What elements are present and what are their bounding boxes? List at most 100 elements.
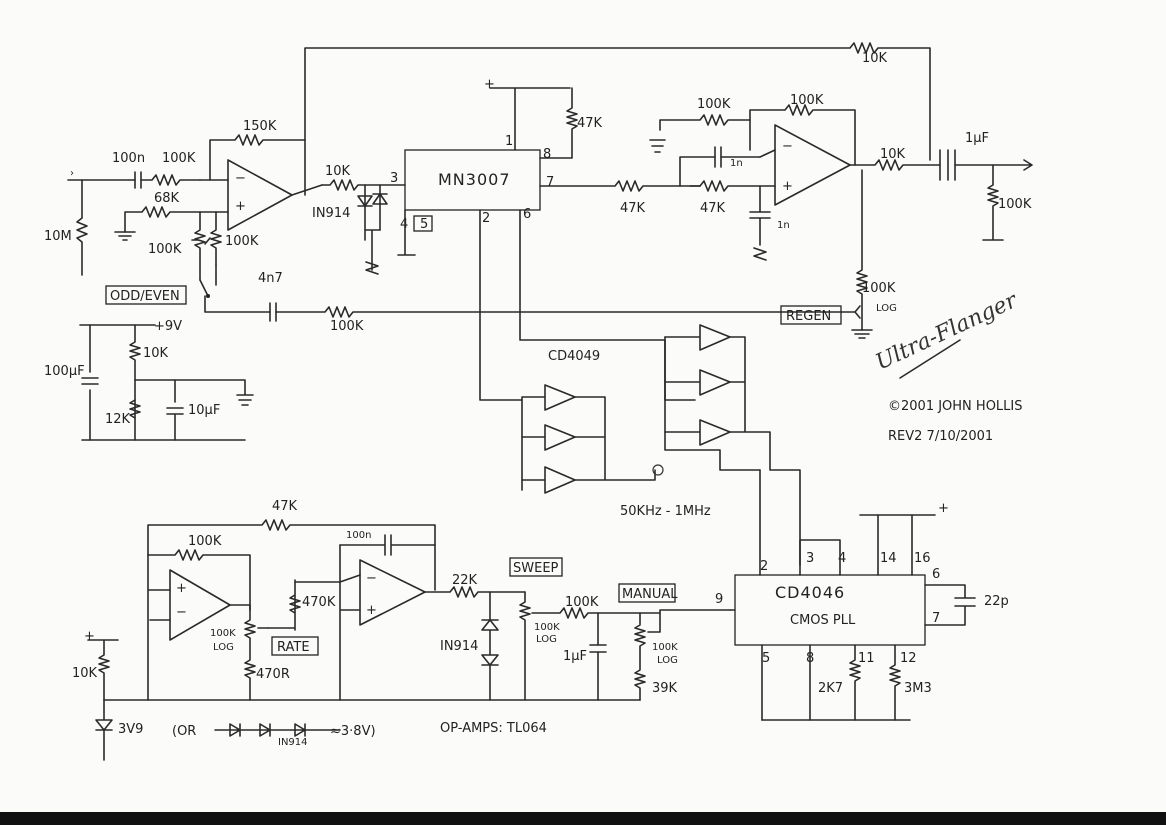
label-47k-lfo: 47K xyxy=(272,499,298,514)
odd-even-switch-box[interactable] xyxy=(105,285,187,305)
label-47k-b: 47K xyxy=(620,201,646,216)
label-68k: 68K xyxy=(154,191,180,206)
svg-text:−: − xyxy=(235,171,246,186)
label-100k-log-regen: 100K xyxy=(862,281,896,296)
manual-label[interactable]: MANUAL xyxy=(622,587,678,602)
label-10k-top: 10K xyxy=(862,51,888,66)
label-100k-a: 100K xyxy=(148,242,182,257)
label-470k: 470K xyxy=(302,595,336,610)
svg-text:5: 5 xyxy=(762,651,770,666)
alt-note-label: (OR xyxy=(172,724,196,739)
label-9v: +9V xyxy=(154,319,182,334)
label-22p: 22p xyxy=(984,594,1009,609)
svg-text:+: + xyxy=(235,199,246,214)
scan-edge-bar xyxy=(0,812,1166,825)
label-10k-out: 10K xyxy=(880,147,906,162)
label-39k: 39K xyxy=(652,681,678,696)
label-2k7: 2K7 xyxy=(818,681,843,696)
svg-text:7: 7 xyxy=(546,175,554,190)
svg-text:›: › xyxy=(70,168,74,179)
regen-label[interactable]: REGEN xyxy=(786,309,831,324)
label-22k: 22K xyxy=(452,573,478,588)
cd4049-label: CD4049 xyxy=(548,349,600,364)
svg-text:11: 11 xyxy=(858,651,875,666)
svg-text:3: 3 xyxy=(390,171,398,186)
lfo-section: 47K 100K + − 100K LOG 470R RATE 470K − +… xyxy=(72,499,731,761)
label-100k-out: 100K xyxy=(998,197,1032,212)
svg-text:−: − xyxy=(366,571,377,586)
label-100uf: 100μF xyxy=(44,364,85,379)
label-10k-z: 10K xyxy=(72,666,98,681)
regen-path: 4n7 100K REGEN 100K LOG xyxy=(258,169,897,339)
power-supply: +9V 100μF 10K 12K 10μF xyxy=(44,319,254,441)
title-label: Ultra-Flanger xyxy=(872,288,1022,376)
svg-text:−: − xyxy=(782,139,793,154)
mn3007-chip: MN3007 3 1 8 7 4 5 2 6 + 47K xyxy=(390,77,696,401)
label-470r: 470R xyxy=(256,667,290,682)
label-10uf: 10μF xyxy=(188,403,220,418)
svg-text:2: 2 xyxy=(760,559,768,574)
rate-box[interactable] xyxy=(271,636,319,656)
svg-text:6: 6 xyxy=(932,567,940,582)
svg-text:+: + xyxy=(782,179,793,194)
svg-text:+: + xyxy=(84,629,95,644)
label-3m3: 3M3 xyxy=(904,681,932,696)
mn3007-label: MN3007 xyxy=(438,170,511,189)
label-1uf-b: 1μF xyxy=(563,649,587,664)
svg-text:+: + xyxy=(484,77,495,92)
label-1n-a: 1n xyxy=(730,158,743,169)
label-1n-b: 1n xyxy=(777,220,790,231)
svg-text:4: 4 xyxy=(400,217,408,232)
bbd-input: 10K IN914 xyxy=(312,164,406,275)
sweep-label[interactable]: SWEEP xyxy=(513,561,559,576)
label-log-man: LOG xyxy=(657,655,678,666)
svg-text:3: 3 xyxy=(806,551,814,566)
label-1n914-a: IN914 xyxy=(312,206,350,221)
label-47k-a: 47K xyxy=(577,116,603,131)
svg-text:9: 9 xyxy=(715,592,723,607)
svg-text:14: 14 xyxy=(880,551,897,566)
cd4046-sublabel: CMOS PLL xyxy=(790,613,856,628)
label-100k-lfo: 100K xyxy=(188,534,222,549)
label-log-regen: LOG xyxy=(876,303,897,314)
copyright-label: ©2001 JOHN HOLLIS xyxy=(888,399,1023,414)
revision-label: REV2 7/10/2001 xyxy=(888,429,993,444)
regen-box[interactable] xyxy=(780,305,842,325)
mn3007-box xyxy=(404,149,541,211)
label-log-rate: LOG xyxy=(213,642,234,653)
cd4049-chip: CD4049 50KHz - 1MHz xyxy=(521,324,801,566)
label-10m: 10M xyxy=(44,229,72,244)
top-feedback: 10K xyxy=(304,42,931,161)
svg-text:6: 6 xyxy=(523,207,531,222)
svg-text:8: 8 xyxy=(543,147,551,162)
label-3v9: 3V9 xyxy=(118,722,143,737)
label-100k-b: 100K xyxy=(225,234,259,249)
label-1n914-b: IN914 xyxy=(440,639,478,654)
svg-text:7: 7 xyxy=(932,611,940,626)
label-100k-log-rate: 100K xyxy=(210,628,236,639)
sweep-box[interactable] xyxy=(509,557,563,577)
label-freq-range: 50KHz - 1MHz xyxy=(620,504,711,519)
svg-text:−: − xyxy=(176,605,187,620)
label-log-sweep: LOG xyxy=(536,634,557,645)
cd4046-label: CD4046 xyxy=(775,583,845,602)
label-1uf: 1μF xyxy=(965,131,989,146)
svg-text:+: + xyxy=(176,581,187,596)
label-4n7: 4n7 xyxy=(258,271,283,286)
label-10k-a: 10K xyxy=(325,164,351,179)
odd-even-label[interactable]: ODD/EVEN xyxy=(110,289,180,304)
label-100k-fb: 100K xyxy=(330,319,364,334)
label-100n-lfo: 100n xyxy=(346,530,371,541)
svg-text:5: 5 xyxy=(420,217,428,232)
svg-text:16: 16 xyxy=(914,551,931,566)
svg-text:2: 2 xyxy=(482,211,490,226)
rate-label[interactable]: RATE xyxy=(277,640,310,655)
label-47k-c: 47K xyxy=(700,201,726,216)
svg-text:+: + xyxy=(366,603,377,618)
manual-box[interactable] xyxy=(618,583,676,603)
cd4046-chip: CD4046 CMOS PLL 9 2 3 4 14 16 6 7 5 8 11… xyxy=(715,469,1009,721)
label-12k: 12K xyxy=(105,412,131,427)
svg-text:1: 1 xyxy=(505,134,513,149)
